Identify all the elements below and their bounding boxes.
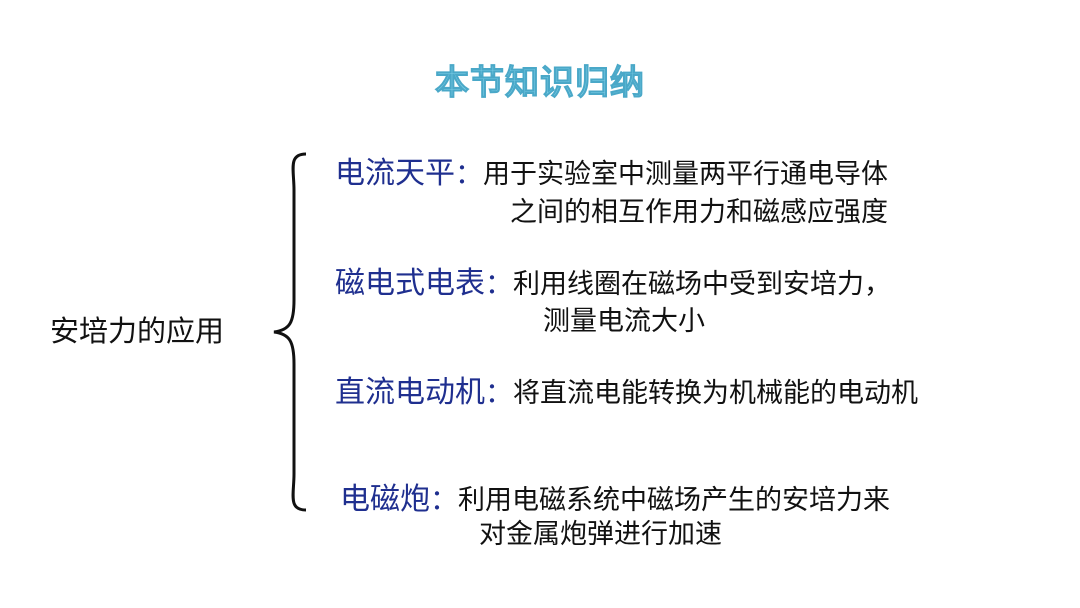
curly-brace xyxy=(273,152,307,512)
item-description: 用于实验室中测量两平行通电导体 xyxy=(483,159,889,190)
item-term: 电磁炮 xyxy=(340,482,430,517)
item-description-line2: 之间的相互作用力和磁感应强度 xyxy=(510,197,888,228)
list-item: 直流电动机：将直流电能转换为机械能的电动机 xyxy=(335,367,918,411)
item-colon: ： xyxy=(455,157,484,190)
item-description: 将直流电能转换为机械能的电动机 xyxy=(513,378,919,409)
item-colon: ： xyxy=(430,483,459,516)
page-title: 本节知识归纳 xyxy=(435,63,645,104)
item-term: 电流天平 xyxy=(335,156,455,191)
item-colon: ： xyxy=(485,267,514,300)
item-description: 利用电磁系统中磁场产生的安培力来 xyxy=(458,485,891,516)
item-description-line2: 对金属炮弹进行加速 xyxy=(479,519,722,550)
list-item: 磁电式电表：利用线圈在磁场中受到安培力， xyxy=(335,258,891,302)
item-term: 直流电动机 xyxy=(335,375,485,410)
item-description: 利用线圈在磁场中受到安培力， xyxy=(513,269,892,300)
root-concept-label: 安培力的应用 xyxy=(50,314,225,348)
list-item: 电流天平：用于实验室中测量两平行通电导体 xyxy=(335,148,888,192)
item-colon: ： xyxy=(485,376,514,409)
item-description-line2: 测量电流大小 xyxy=(543,306,705,337)
list-item: 电磁炮：利用电磁系统中磁场产生的安培力来 xyxy=(340,474,890,518)
item-term: 磁电式电表 xyxy=(335,266,485,301)
